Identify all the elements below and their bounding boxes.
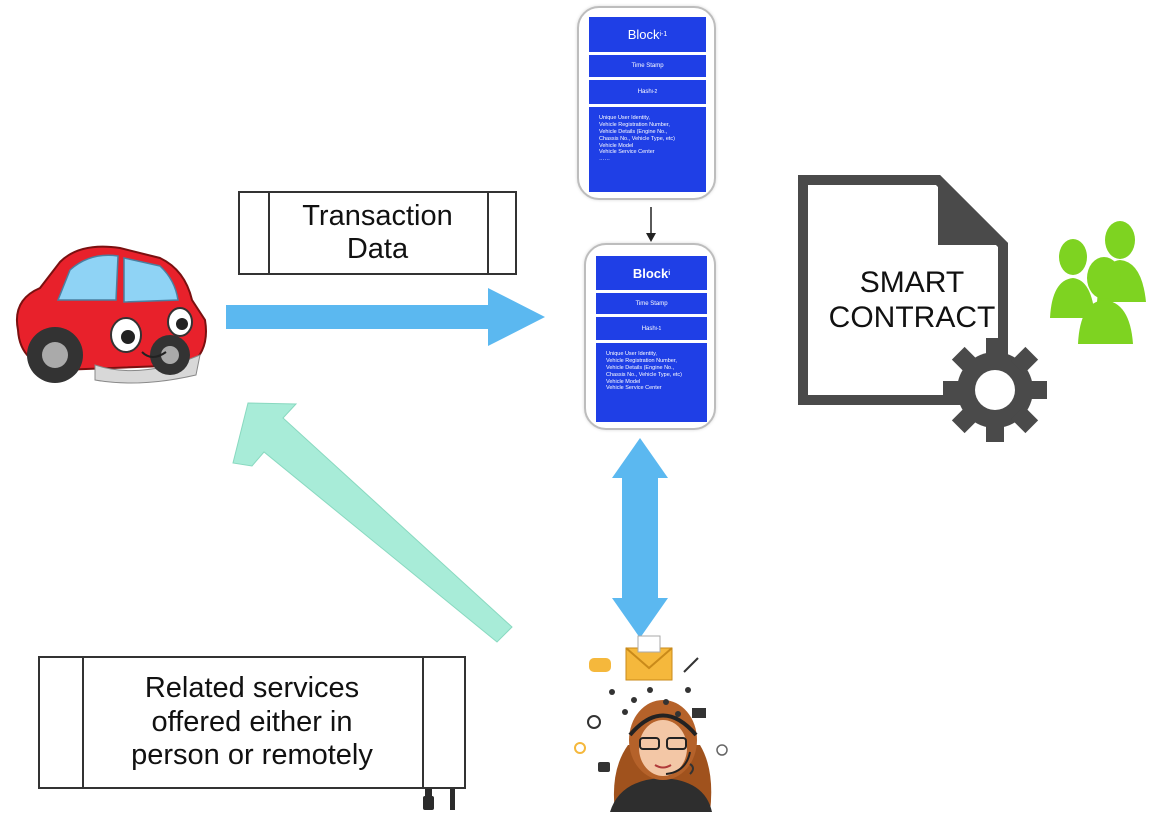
envelope-icon bbox=[625, 635, 673, 681]
smart-contract-document-icon bbox=[798, 175, 1008, 405]
block-previous-timestamp: Time Stamp bbox=[589, 55, 706, 80]
support-agent-icon bbox=[610, 700, 712, 812]
users-group-icon bbox=[1050, 221, 1146, 344]
block-previous-details: Unique User Identity, Vehicle Registrati… bbox=[599, 115, 676, 163]
transaction-data-label: Transaction Data bbox=[302, 199, 453, 265]
related-services-box: Related services offered either in perso… bbox=[38, 656, 466, 789]
arrow-block-agent-bidirectional bbox=[612, 438, 668, 638]
decorative-service-icons bbox=[574, 657, 728, 775]
block-current-details: Unique User Identity, Vehicle Registrati… bbox=[606, 351, 683, 392]
gear-icon bbox=[943, 338, 1047, 442]
car-icon bbox=[16, 245, 207, 384]
transaction-data-box: Transaction Data bbox=[238, 191, 517, 275]
arrow-car-to-block bbox=[226, 288, 545, 346]
arrow-block-chain bbox=[646, 207, 656, 242]
related-services-label: Related services offered either in perso… bbox=[131, 672, 373, 772]
block-current-timestamp: Time Stamp bbox=[596, 293, 707, 317]
arrow-services-to-car bbox=[232, 402, 513, 643]
smart-contract-label: SMART CONTRACT bbox=[828, 266, 996, 335]
